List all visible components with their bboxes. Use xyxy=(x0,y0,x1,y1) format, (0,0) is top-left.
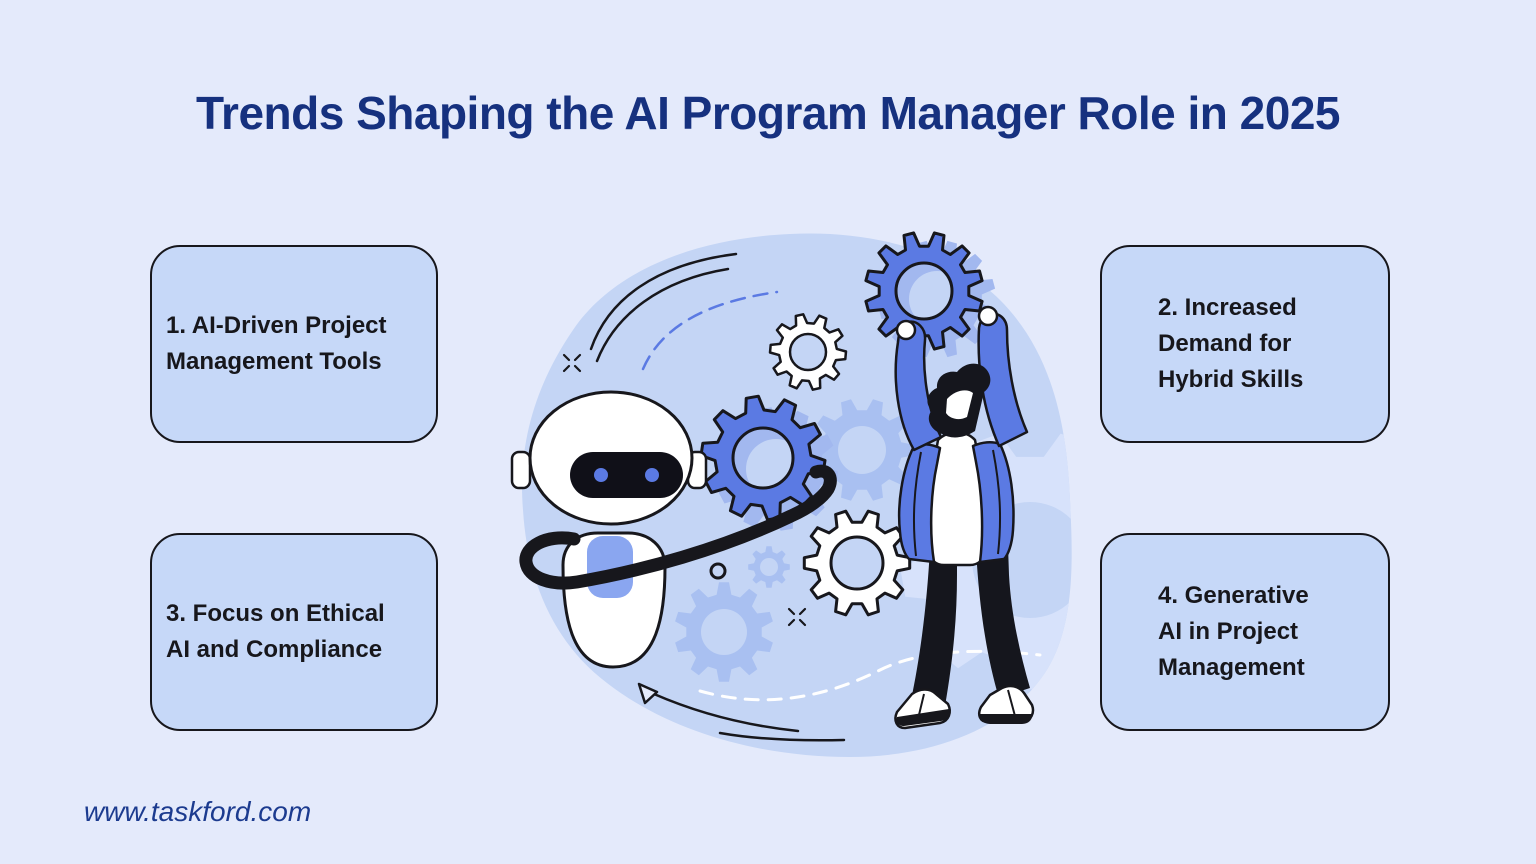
person-leg xyxy=(976,546,1030,698)
trend-card-4: 4. Generative AI in Project Management xyxy=(1100,533,1390,731)
person-leg xyxy=(911,548,957,706)
person-face xyxy=(946,390,973,420)
robot-eye xyxy=(594,468,608,482)
robot-eye xyxy=(645,468,659,482)
robot-visor xyxy=(570,452,683,498)
person-jacket-lapel xyxy=(992,449,1002,555)
person-shoe-lace xyxy=(917,693,925,720)
person-jacket-lapel xyxy=(912,451,922,557)
person-hand xyxy=(977,305,999,327)
robot-arm xyxy=(519,464,837,590)
trend-card-2: 2. Increased Demand for Hybrid Skills xyxy=(1100,245,1390,443)
gear-icon xyxy=(748,546,790,588)
trend-card-1-label: 1. AI-Driven Project Management Tools xyxy=(166,312,387,375)
trend-card-3: 3. Focus on Ethical AI and Compliance xyxy=(150,533,438,731)
dashed-arc-white xyxy=(698,649,1042,702)
curved-arrow xyxy=(637,682,846,742)
person-shoe-sole xyxy=(896,709,950,726)
trend-card-4-label: 4. Generative AI in Project Management xyxy=(1158,582,1309,681)
robot-ear xyxy=(510,450,532,490)
page-title: Trends Shaping the AI Program Manager Ro… xyxy=(195,87,1341,139)
dot-accent xyxy=(709,562,727,580)
trend-card-2-label: 2. Increased Demand for Hybrid Skills xyxy=(1158,294,1304,393)
person-illustration xyxy=(894,305,1035,730)
sparkle-icon xyxy=(562,353,582,373)
trend-card-1: 1. AI-Driven Project Management Tools xyxy=(150,245,438,443)
gear-icon xyxy=(675,582,773,682)
person-shoe-lace xyxy=(1007,689,1016,717)
person-jacket-panel xyxy=(897,443,942,564)
person-hand xyxy=(895,319,917,341)
dashed-arc-blue xyxy=(641,290,779,371)
gear-icon xyxy=(768,313,848,391)
gear-icon xyxy=(802,509,912,617)
person-shoe-sole xyxy=(979,714,1033,724)
motion-arc-lines xyxy=(589,252,738,363)
person-jacket-panel xyxy=(971,441,1015,564)
trend-card-3-label: 3. Focus on Ethical AI and Compliance xyxy=(166,600,385,663)
website-url: www.taskford.com xyxy=(84,796,312,827)
sparkle-icon xyxy=(787,607,807,627)
robot-illustration xyxy=(510,390,837,669)
gear-icon xyxy=(864,231,984,351)
